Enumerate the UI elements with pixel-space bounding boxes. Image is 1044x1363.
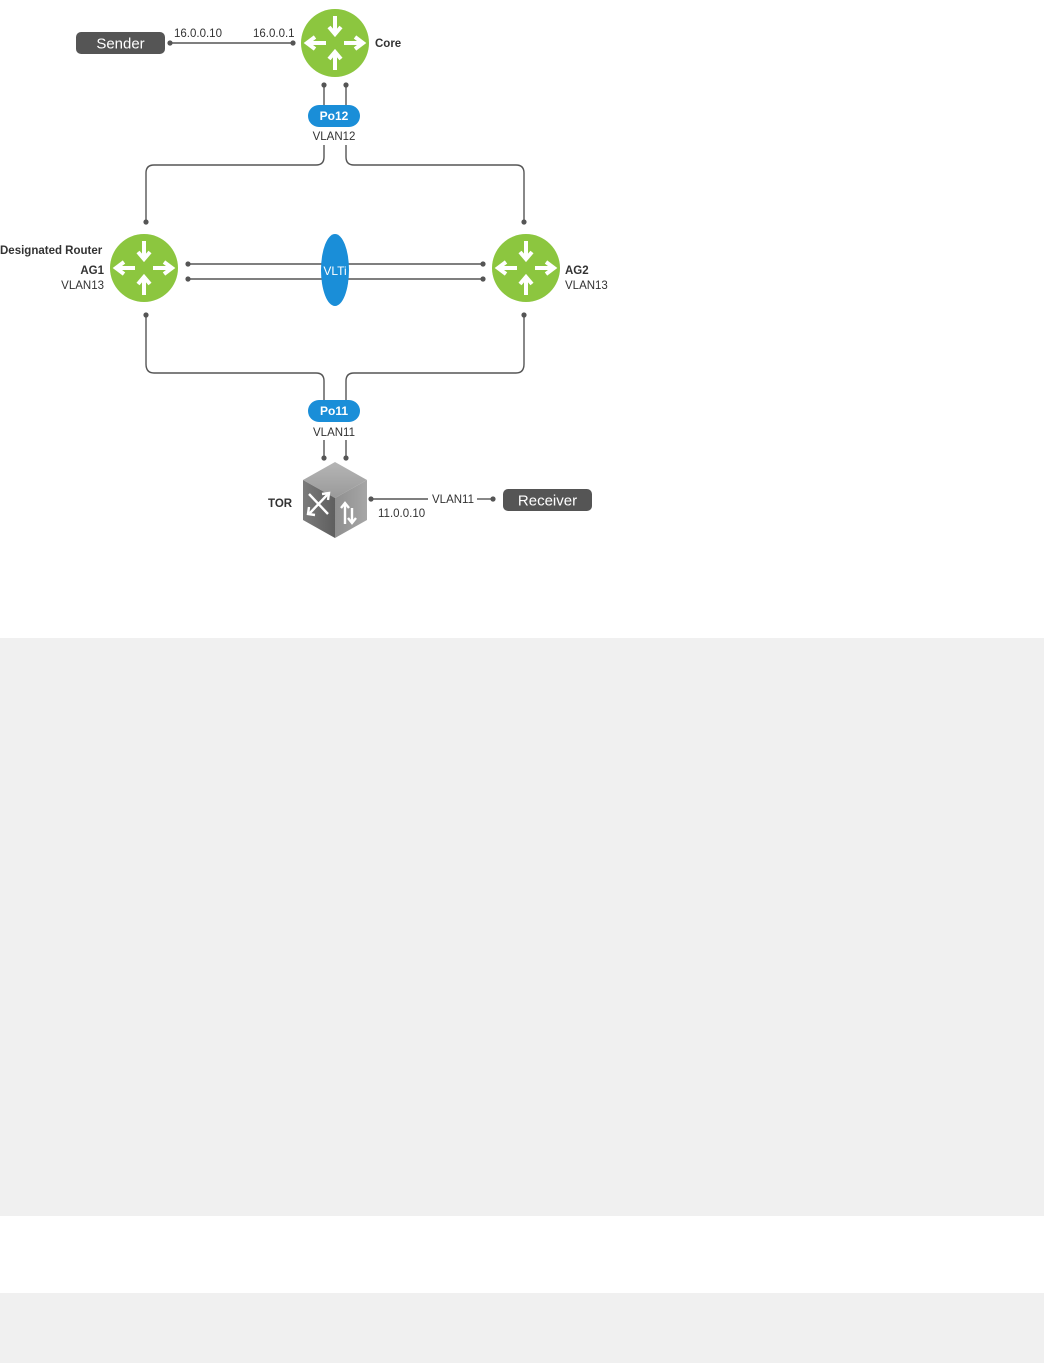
switch-icon	[306, 491, 357, 525]
code-block-1	[0, 638, 1044, 1216]
ag2-label: AG2	[565, 265, 589, 277]
tor-switch[interactable]	[303, 462, 367, 538]
vlan11-receiver-label: VLAN11	[432, 494, 474, 506]
tor-ip-label: 11.0.0.10	[378, 508, 425, 520]
core-label: Core	[375, 38, 401, 50]
designated-router-label: Designated Router	[0, 245, 103, 257]
ag1-label: AG1	[80, 265, 104, 277]
code-block-2	[0, 1293, 1044, 1363]
po12-label: Po12	[320, 109, 349, 123]
vlan12-label: VLAN12	[313, 131, 356, 143]
vlti-label: VLTi	[323, 264, 346, 278]
ag1-po11-link	[145, 315, 325, 400]
ag2-router[interactable]	[492, 234, 560, 302]
core-ip-label: 16.0.0.1	[253, 28, 295, 40]
ag1-vlan-label: VLAN13	[61, 280, 104, 292]
ag1-router[interactable]	[110, 234, 178, 302]
po12-badge: Po12	[308, 105, 360, 127]
link-endpoints	[143, 40, 527, 502]
tor-label: TOR	[268, 498, 293, 510]
vlan11-po-label: VLAN11	[313, 427, 355, 439]
po12-ag2-link	[345, 145, 525, 222]
sender-ip-label: 16.0.0.10	[174, 28, 222, 40]
core-router[interactable]	[301, 9, 369, 77]
network-topology-diagram: Sender 16.0.0.10 16.0.0.1 Core Po12 VLAN…	[0, 9, 608, 538]
receiver-node[interactable]: Receiver	[503, 489, 592, 511]
vlti-badge: VLTi	[321, 234, 349, 306]
po12-ag1-link	[145, 145, 325, 222]
sender-label: Sender	[96, 36, 144, 53]
po11-badge: Po11	[308, 400, 360, 422]
ag2-vlan-label: VLAN13	[565, 280, 608, 292]
receiver-label: Receiver	[518, 493, 577, 510]
sender-node[interactable]: Sender	[76, 32, 165, 54]
ag2-po11-link	[345, 315, 525, 400]
po11-label: Po11	[320, 404, 348, 418]
